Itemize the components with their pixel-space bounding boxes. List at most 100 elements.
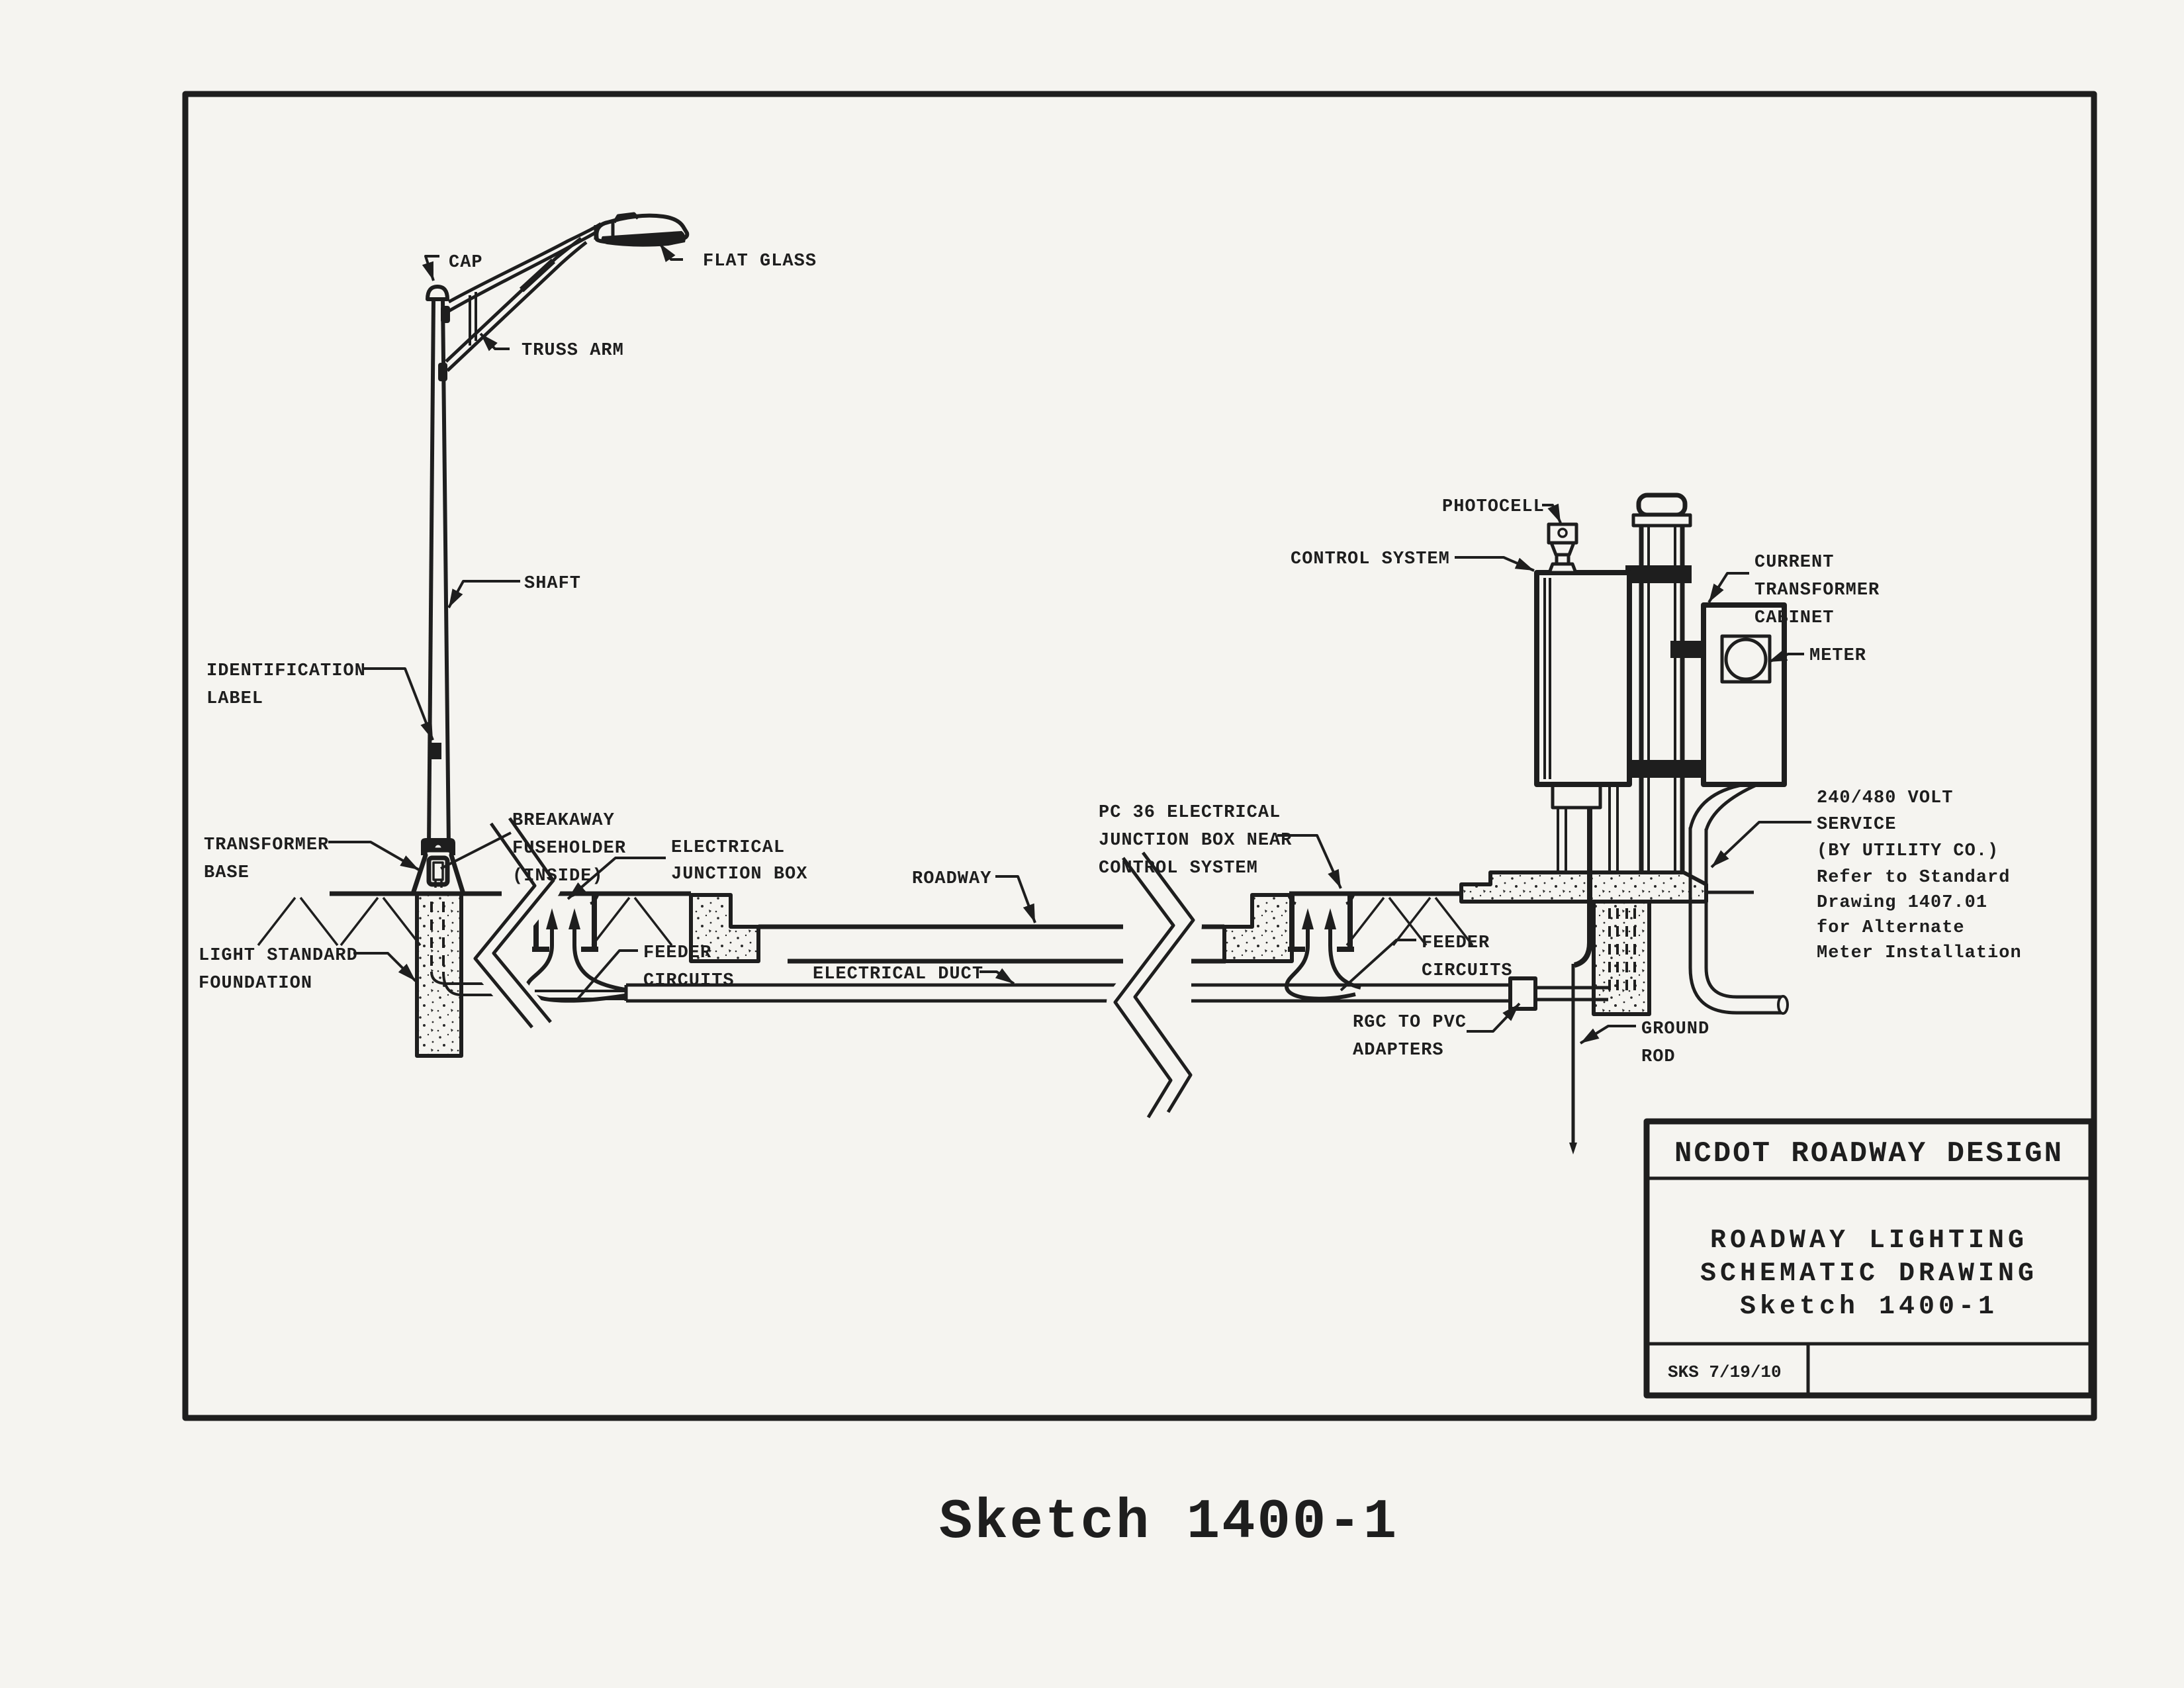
break-road-line-2 <box>1133 851 1195 1113</box>
label-meter: METER <box>1809 646 1866 666</box>
service-arc-outer <box>1688 782 1745 829</box>
label-transformer-base-2: BASE <box>204 863 250 883</box>
leader-roadway <box>995 875 1036 923</box>
leader-feeder-left <box>576 949 638 1001</box>
sheet-caption: Sketch 1400-1 <box>939 1491 1398 1554</box>
luminaire-clamp <box>612 212 639 224</box>
cabinet-conduits <box>1557 784 1619 872</box>
label-identification-2: LABEL <box>206 689 263 709</box>
cable-arrow-2 <box>569 908 580 929</box>
label-ct-cabinet-3: CABINET <box>1754 608 1834 628</box>
light-standard-foundation-shape <box>415 892 463 1058</box>
luminaire-nose-detail <box>594 222 615 241</box>
label-foundation-1: LIGHT STANDARD <box>199 946 358 966</box>
label-note-2: Drawing 1407.01 <box>1817 893 1987 913</box>
leader-identification <box>363 667 434 741</box>
label-control-system: CONTROL SYSTEM <box>1291 549 1450 569</box>
fuseholder-legs <box>434 880 443 888</box>
label-volt-2: SERVICE <box>1817 815 1896 835</box>
label-feeder-left-1: FEEDER <box>643 943 711 963</box>
identification-plate <box>430 743 441 759</box>
label-ejb-2: JUNCTION BOX <box>671 865 807 884</box>
light-standard-assembly <box>410 212 690 1058</box>
label-feeder-right-1: FEEDER <box>1422 933 1490 953</box>
rgc-pvc-adapter <box>1508 976 1537 1011</box>
leader-shaft <box>447 580 520 608</box>
junction-box-2-flanges <box>1287 893 1355 905</box>
label-ground-rod-1: GROUND <box>1641 1019 1709 1039</box>
drawing-border <box>182 91 2097 1421</box>
transformer-base-body <box>410 847 466 896</box>
title-block-frame <box>1643 1118 2095 1399</box>
title-block-line-2: SCHEMATIC DRAWING <box>1700 1259 2038 1289</box>
label-pc36-2: JUNCTION BOX NEAR <box>1099 831 1292 851</box>
cable-arrow-1 <box>546 908 558 929</box>
label-ejb-1: ELECTRICAL <box>671 838 785 858</box>
cabinet-base-step <box>1551 783 1602 810</box>
title-block-line-1: ROADWAY LIGHTING <box>1710 1226 2028 1256</box>
junction-box-2-walls <box>1288 894 1354 952</box>
leader-truss-arm <box>479 332 510 352</box>
service-conduit-end <box>1777 995 1789 1015</box>
leader-flat-glass <box>659 242 683 263</box>
break-road-line-1 <box>1113 857 1175 1119</box>
label-ct-cabinet-1: CURRENT <box>1754 553 1834 573</box>
label-note-4: Meter Installation <box>1817 943 2022 963</box>
title-block-revision: SKS 7/19/10 <box>1668 1362 1782 1382</box>
service-conduit-outer <box>1688 827 1783 1015</box>
title-block-line-3: Sketch 1400-1 <box>1740 1292 1998 1322</box>
label-note-1: Refer to Standard <box>1817 868 2010 888</box>
label-feeder-right-2: CIRCUITS <box>1422 961 1513 981</box>
cable-arrow-4 <box>1324 908 1336 929</box>
label-foundation-2: FOUNDATION <box>199 974 312 994</box>
leader-fuseholder <box>440 831 512 870</box>
label-rgc-2: ADAPTERS <box>1353 1041 1444 1060</box>
service-arc-inner <box>1704 782 1759 831</box>
truss-arm-upper <box>447 226 605 313</box>
label-breakaway-3: (INSIDE) <box>512 867 604 886</box>
title-block-org: NCDOT ROADWAY DESIGN <box>1674 1137 2064 1170</box>
meter-face <box>1724 637 1768 681</box>
label-photocell: PHOTOCELL <box>1442 497 1545 517</box>
title-block: NCDOT ROADWAY DESIGN ROADWAY LIGHTING SC… <box>1643 1118 2095 1399</box>
ct-cabinet <box>1701 602 1787 787</box>
truss-strut <box>469 292 477 346</box>
break-left-line-1 <box>473 822 537 1029</box>
leader-photocell <box>1542 503 1562 524</box>
cable-2 <box>572 929 625 992</box>
pole-footing <box>1592 900 1651 1016</box>
cable-3 <box>1285 929 1356 1001</box>
leader-pc36 <box>1277 834 1342 889</box>
cable-arrow-3 <box>1302 908 1314 929</box>
pole-shaft-left-edge <box>427 299 435 847</box>
label-feeder-left-2: CIRCUITS <box>643 971 735 991</box>
label-volt-3: (BY UTILITY CO.) <box>1817 841 1999 861</box>
leader-volt-service <box>1710 821 1811 868</box>
truss-arm-upper-inner <box>447 222 602 304</box>
leader-transformer-base <box>328 841 420 871</box>
photocell-eye <box>1557 528 1568 538</box>
label-shaft: SHAFT <box>524 574 581 594</box>
service-pole-inner <box>1647 526 1676 872</box>
cabinet-door-edge <box>1543 578 1551 779</box>
label-pc36-1: PC 36 ELECTRICAL <box>1099 803 1281 823</box>
truss-lug-lower <box>438 363 447 381</box>
photocell-base <box>1547 562 1578 575</box>
leader-control-system <box>1455 556 1535 572</box>
foundation-wires-out <box>430 971 494 996</box>
pole-shaft-right-edge <box>441 299 451 847</box>
leader-meter <box>1768 649 1804 663</box>
truss-lug-upper <box>441 306 450 323</box>
label-pc36-3: CONTROL SYSTEM <box>1099 859 1258 878</box>
fuseholder-window <box>426 855 450 887</box>
truss-arm-lower-inner <box>445 237 582 363</box>
label-ct-cabinet-2: TRANSFORMER <box>1754 581 1880 600</box>
foundation-conduits <box>430 902 445 972</box>
leader-lines <box>328 242 1811 1045</box>
labels: CAP FLAT GLASS TRUSS ARM SHAFT IDENTIFIC… <box>199 252 2022 1067</box>
earth-hatch-marks <box>257 896 1474 947</box>
label-ground-rod-2: ROD <box>1641 1047 1676 1067</box>
leader-ground-rod <box>1579 1025 1636 1045</box>
